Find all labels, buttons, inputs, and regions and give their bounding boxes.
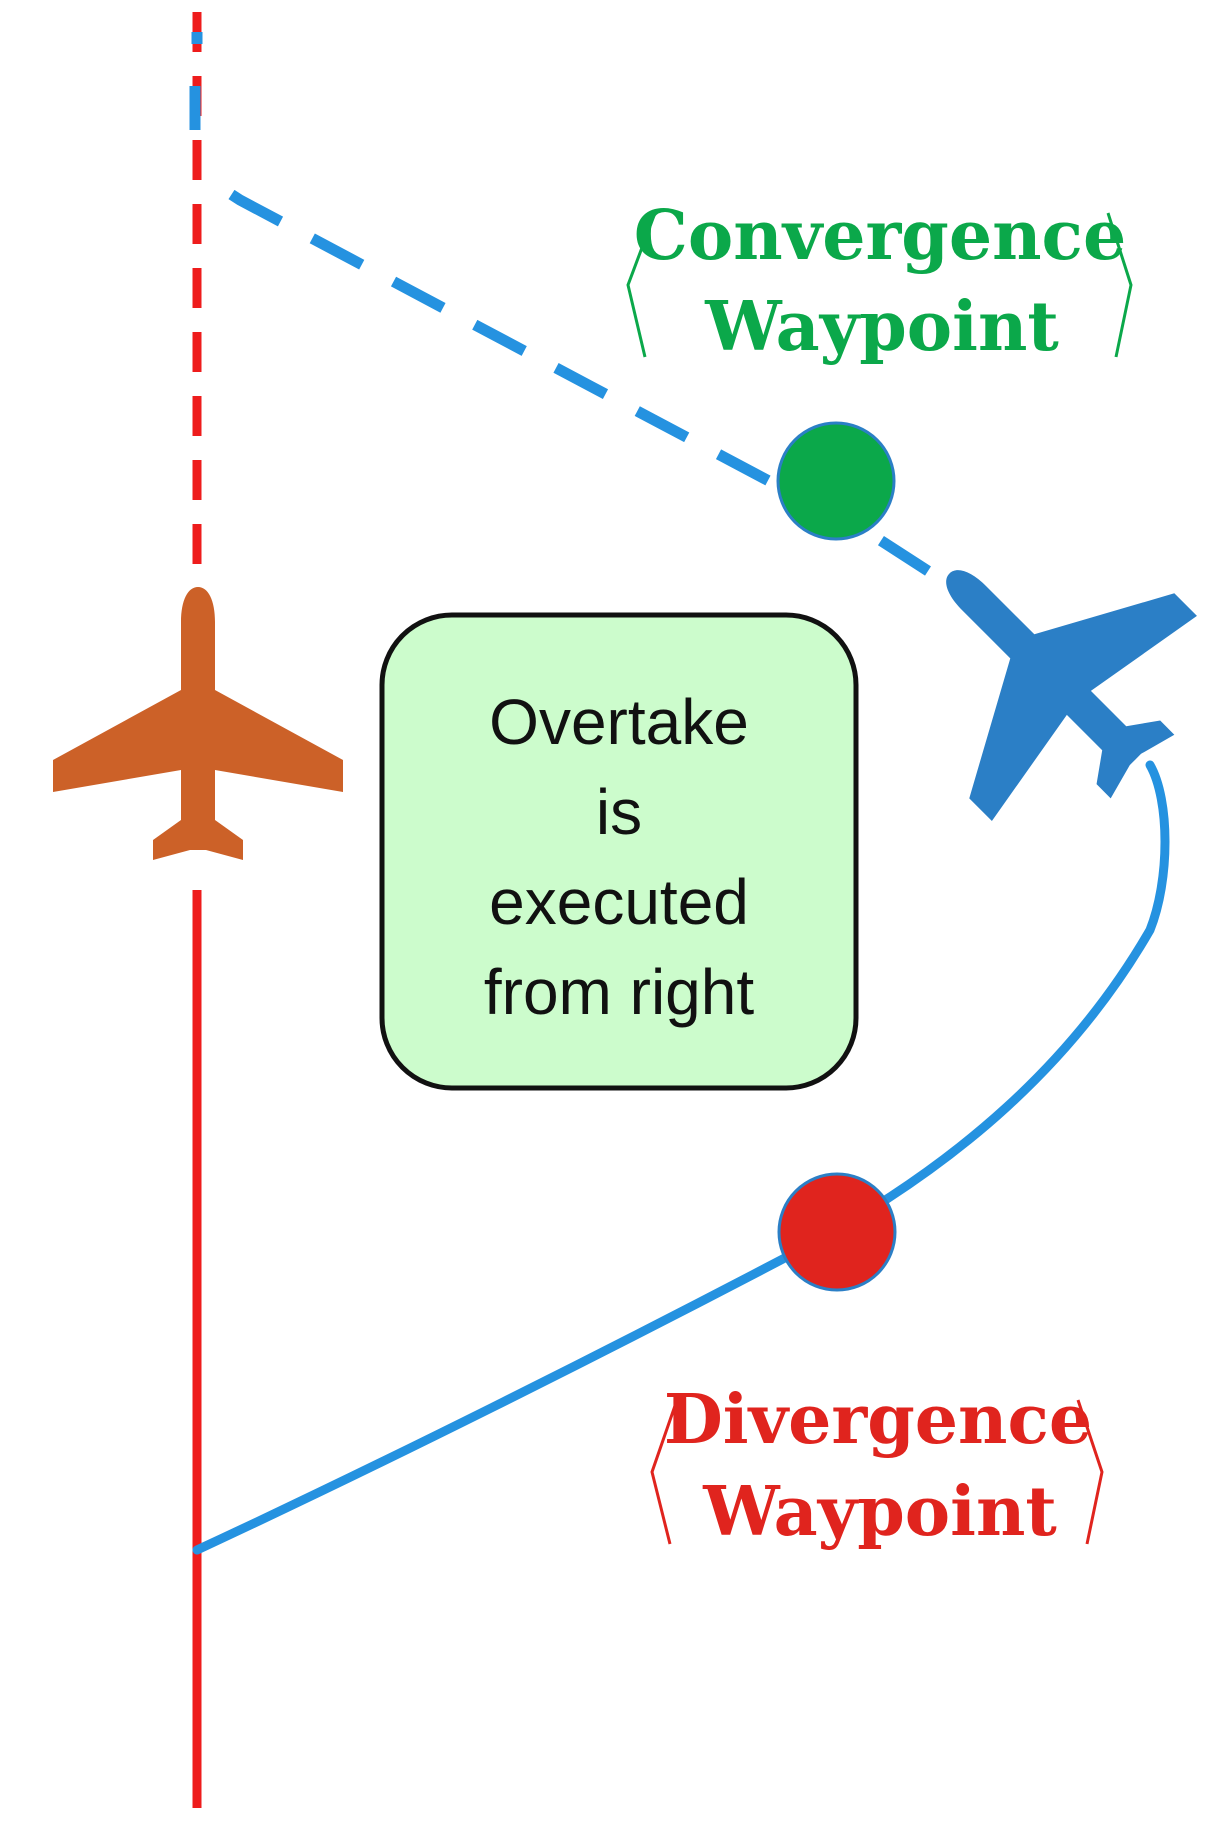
divergence-label-line1: Divergence	[664, 1380, 1092, 1460]
divergence-right-bracket	[1076, 1399, 1104, 1545]
overtake-note-line4: from right	[484, 956, 755, 1028]
overtake-route-solid	[192, 760, 1170, 1555]
overtaking-aircraft-icon	[846, 470, 1212, 870]
overtake-note-line3: executed	[489, 866, 749, 938]
convergence-left-bracket	[626, 212, 657, 358]
overtake-note-line1: Overtake	[489, 686, 749, 758]
overtake-route-top-segments	[189, 32, 203, 130]
convergence-label-line2: Waypoint	[704, 287, 1059, 367]
overtake-note-line2: is	[596, 776, 642, 848]
divergence-label: Divergence Waypoint	[650, 1380, 1104, 1552]
divergence-left-bracket	[650, 1399, 679, 1545]
divergence-waypoint-marker	[777, 1172, 897, 1292]
lead-aircraft-icon	[53, 587, 343, 860]
divergence-label-line2: Waypoint	[702, 1472, 1057, 1552]
overtake-note: Overtake is executed from right	[379, 612, 859, 1091]
convergence-right-bracket	[1106, 212, 1133, 358]
convergence-label: Convergence Waypoint	[626, 196, 1133, 367]
convergence-waypoint-marker	[776, 421, 896, 541]
overtake-route-dashed	[200, 171, 931, 576]
convergence-label-line1: Convergence	[634, 196, 1126, 276]
overtake-note-box	[379, 612, 859, 1091]
